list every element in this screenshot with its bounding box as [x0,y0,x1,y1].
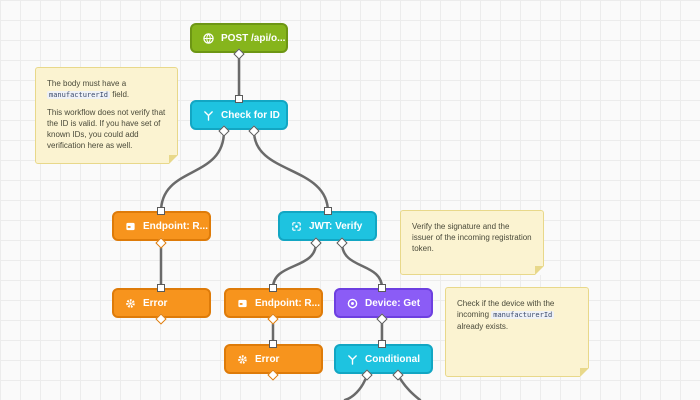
node-label: POST /api/o... [221,32,286,44]
node-label: Check for ID [221,109,280,121]
node-device-get[interactable]: Device: Get [334,288,433,318]
node-label: Device: Get [365,297,421,309]
input-port-endpoint-left[interactable] [157,207,165,215]
branch-icon [202,109,214,121]
note-fold [580,368,589,377]
node-label: Error [255,353,280,365]
node-endpoint-left[interactable]: Endpoint: R... [112,211,211,241]
globe-icon [202,32,214,44]
note-body-line2: This workflow does not verify that the I… [47,108,166,150]
input-port-check[interactable] [235,95,243,103]
node-label: Endpoint: R... [143,220,208,232]
wire-jwt-to-endpoint-mid [271,241,318,290]
note-jwt-text: Verify the signature and the issuer of t… [412,222,532,253]
input-port-device[interactable] [378,284,386,292]
node-jwt-verify[interactable]: JWT: Verify [278,211,377,241]
wire-check-to-jwt [252,129,330,214]
node-check-for-id[interactable]: Check for ID [190,100,288,130]
code-manufacturer-id: manufacturerId [491,311,555,319]
input-port-conditional[interactable] [378,340,386,348]
input-port-jwt[interactable] [324,207,332,215]
note-body-manufacturer[interactable]: The body must have a manufacturerId fiel… [35,67,178,164]
note-fold [169,155,178,164]
node-label: Error [143,297,168,309]
node-conditional[interactable]: Conditional [334,344,433,374]
wire-conditional-out-left [343,373,369,400]
node-label: JWT: Verify [309,220,363,232]
note-fold [535,266,544,275]
note-body-line1: The body must have a manufacturerId fiel… [47,79,130,99]
note-device-exists[interactable]: Check if the device with the incoming ma… [445,287,589,377]
endpoint-icon [236,297,248,309]
jwt-icon [290,220,302,232]
node-label: Endpoint: R... [255,297,320,309]
wire-jwt-to-device [340,241,384,290]
input-port-error-left[interactable] [157,284,165,292]
code-manufacturer-id: manufacturerId [47,91,111,99]
wire-conditional-out-right [396,373,422,400]
input-port-endpoint-mid[interactable] [269,284,277,292]
note-device-text: Check if the device with the incoming ma… [457,299,555,331]
endpoint-icon [124,220,136,232]
node-label: Conditional [365,353,420,365]
device-icon [346,297,358,309]
branch-icon [346,353,358,365]
wire-check-to-endpoint-left [159,129,226,214]
gear-icon [236,353,248,365]
note-jwt-verify[interactable]: Verify the signature and the issuer of t… [400,210,544,275]
gear-icon [124,297,136,309]
input-port-error-mid[interactable] [269,340,277,348]
